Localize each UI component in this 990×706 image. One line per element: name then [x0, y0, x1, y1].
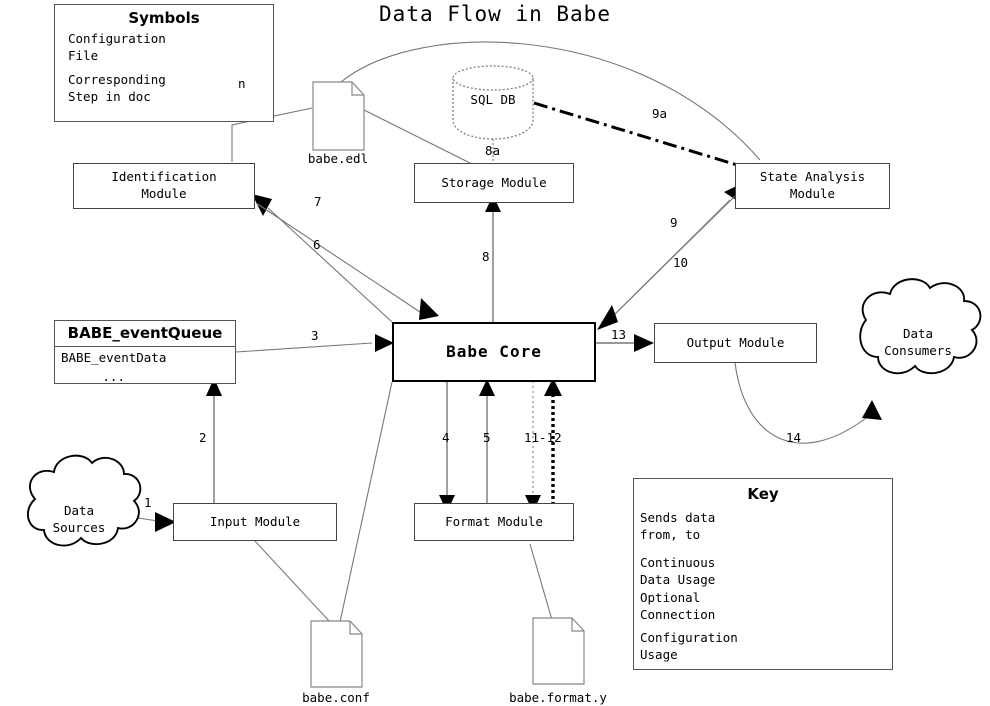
edge-6	[255, 202, 421, 313]
key-panel	[633, 478, 893, 670]
edge-conf-to-input	[253, 539, 331, 623]
edge-label-13: 13	[611, 327, 627, 342]
node-input-module[interactable]: Input Module	[173, 503, 337, 541]
key-label-sends-data: Sends data from, to	[640, 510, 716, 542]
symbols-panel	[54, 4, 274, 122]
edge-14-arrowhead	[862, 400, 882, 420]
edge-label-1: 1	[144, 495, 152, 510]
key-row-continuous-data-usage: Continuous Data Usage	[640, 555, 870, 591]
key-panel-title: Key	[747, 485, 779, 503]
file-icon-babe-conf	[310, 620, 363, 688]
edge-label-14: 14	[786, 430, 802, 445]
data-consumers-cloud-shape	[859, 278, 982, 375]
node-state-analysis-module[interactable]: State Analysis Module	[735, 163, 890, 209]
edge-2-arrowhead	[206, 378, 222, 396]
key-label-optional-connection: Optional Connection	[640, 590, 716, 622]
edge-label-9: 9	[670, 215, 678, 230]
edge-label-7: 7	[314, 194, 322, 209]
edge-7	[267, 207, 393, 323]
file-label-babe-edl: babe.edl	[307, 151, 369, 166]
edge-14	[734, 362, 871, 444]
edge-5-arrowhead	[479, 379, 495, 396]
edge-label-4: 4	[442, 430, 450, 445]
babe-event-queue-title: BABE_eventQueue	[55, 321, 235, 347]
symbols-step-glyph: n	[238, 76, 246, 91]
file-icon-babe-format-y	[532, 617, 585, 685]
symbols-row-corresponding-step-label: Corresponding Step in doc	[68, 72, 166, 104]
edge-10-arrowhead	[597, 305, 618, 330]
sql-db-shape	[452, 65, 534, 140]
edge-label-3: 3	[311, 328, 319, 343]
node-data-sources[interactable]: Data Sources	[52, 503, 106, 535]
edge-edl-to-identification	[231, 107, 313, 162]
node-storage-module[interactable]: Storage Module	[414, 163, 574, 203]
edge-edl-to-storage	[363, 109, 471, 164]
edge-1-arrowhead	[155, 512, 176, 532]
edge-10	[614, 195, 736, 315]
edge-3-arrowhead	[375, 334, 394, 352]
node-format-module[interactable]: Format Module	[414, 503, 574, 541]
file-icon-babe-edl	[312, 81, 365, 151]
key-row-configuration-usage: Configuration Usage	[640, 630, 870, 666]
edge-9a	[533, 101, 761, 174]
edge-label-2: 2	[199, 430, 207, 445]
node-sql-db[interactable]: SQL DB	[470, 91, 516, 107]
edge-3	[235, 342, 373, 353]
symbols-panel-title: Symbols	[128, 9, 200, 27]
edge-edl-to-state-analysis	[340, 41, 761, 161]
node-identification-module[interactable]: Identification Module	[73, 163, 255, 209]
edge-label-6: 6	[313, 237, 321, 252]
edge-7-arrowhead	[252, 194, 272, 216]
node-data-consumers[interactable]: Data Consumers	[884, 326, 952, 358]
data-sources-cloud-shape	[26, 454, 142, 547]
edge-label-11-12: 11-12	[524, 430, 562, 445]
edge-label-9a: 9a	[652, 106, 668, 121]
symbols-row-configuration-file-label: Configuration File	[68, 31, 166, 63]
babe-event-queue-body: BABE_eventData ...	[61, 350, 167, 384]
edge-formaty-to-format	[529, 543, 553, 621]
edge-12-arrowhead	[544, 378, 562, 396]
edge-13-arrowhead	[634, 334, 654, 352]
file-label-babe-format-y: babe.format.y	[509, 690, 607, 705]
edge-8-arrowhead	[485, 195, 501, 212]
node-output-module[interactable]: Output Module	[654, 323, 817, 363]
edge-6-arrowhead	[419, 298, 439, 320]
node-babe-event-queue[interactable]: BABE_eventQueue BABE_eventData ...	[54, 320, 236, 384]
file-label-babe-conf: babe.conf	[302, 690, 370, 705]
key-row-optional-connection: Optional Connection	[640, 590, 870, 626]
edge-label-8: 8	[482, 249, 490, 264]
edge-label-5: 5	[483, 430, 491, 445]
key-label-configuration-usage: Configuration Usage	[640, 630, 738, 662]
edge-label-10: 10	[673, 255, 689, 270]
key-label-continuous-data-usage: Continuous Data Usage	[640, 555, 716, 587]
edge-label-8a: 8a	[485, 143, 501, 158]
key-row-sends-data: Sends data from, to	[640, 510, 870, 546]
node-babe-core[interactable]: Babe Core	[392, 322, 596, 382]
page-title: Data Flow in Babe	[379, 2, 611, 26]
edge-conf-to-core	[339, 381, 393, 623]
